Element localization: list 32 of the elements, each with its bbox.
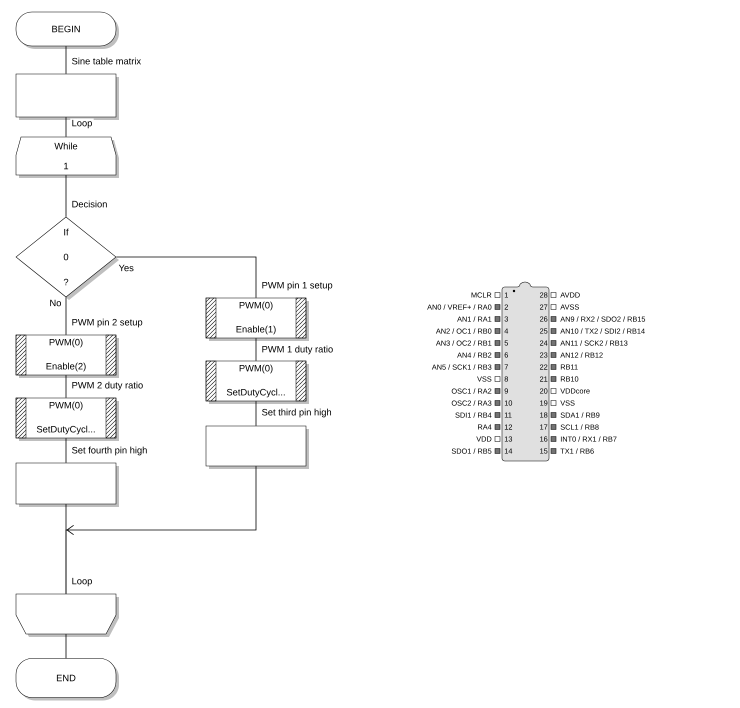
comment-label: Sine table matrix: [72, 58, 141, 64]
process-box: [206, 426, 309, 469]
loop-start-box: While 1: [16, 136, 119, 178]
macro-call-box: [16, 398, 26, 438]
macro-call-box: PWM(0) Enable(1): [236, 298, 306, 338]
macro-call-box: PWM(0) SetDutyCycl...: [226, 360, 306, 402]
process-box: [16, 462, 119, 507]
comment-label: Decision: [72, 200, 107, 208]
terminal-box: BEGIN: [16, 12, 119, 49]
edge-label: Yes: [117, 263, 136, 273]
macro-call-box: [16, 334, 26, 376]
macro-call-box: [206, 298, 216, 338]
macro-call-box: [16, 398, 119, 441]
macro-call-box: PWM(0) Enable(2): [46, 334, 116, 376]
edge-label: No: [48, 298, 63, 308]
comment-label: PWM 1 duty ratio: [262, 346, 333, 354]
macro-call-box: [16, 334, 119, 378]
loop-end-box: [16, 594, 119, 637]
terminal-box: END: [16, 658, 119, 700]
macro-call-box: [206, 360, 216, 402]
comment-label: PWM pin 2 setup: [72, 318, 142, 328]
macro-call-box: [206, 298, 309, 341]
comment-label: Loop: [72, 578, 92, 586]
comment-label: PWM 2 duty ratio: [72, 382, 143, 390]
comment-label: Set fourth pin high: [72, 446, 147, 456]
edge-label: Loop: [70, 118, 94, 130]
macro-call-box: PWM(0) SetDutyCycl...: [36, 398, 116, 438]
comment-label: Set third pin high: [262, 408, 332, 418]
connector: [66, 466, 256, 594]
macro-call-box: [206, 360, 309, 404]
comment-label: PWM pin 1 setup: [262, 282, 332, 290]
connector: [116, 256, 256, 298]
